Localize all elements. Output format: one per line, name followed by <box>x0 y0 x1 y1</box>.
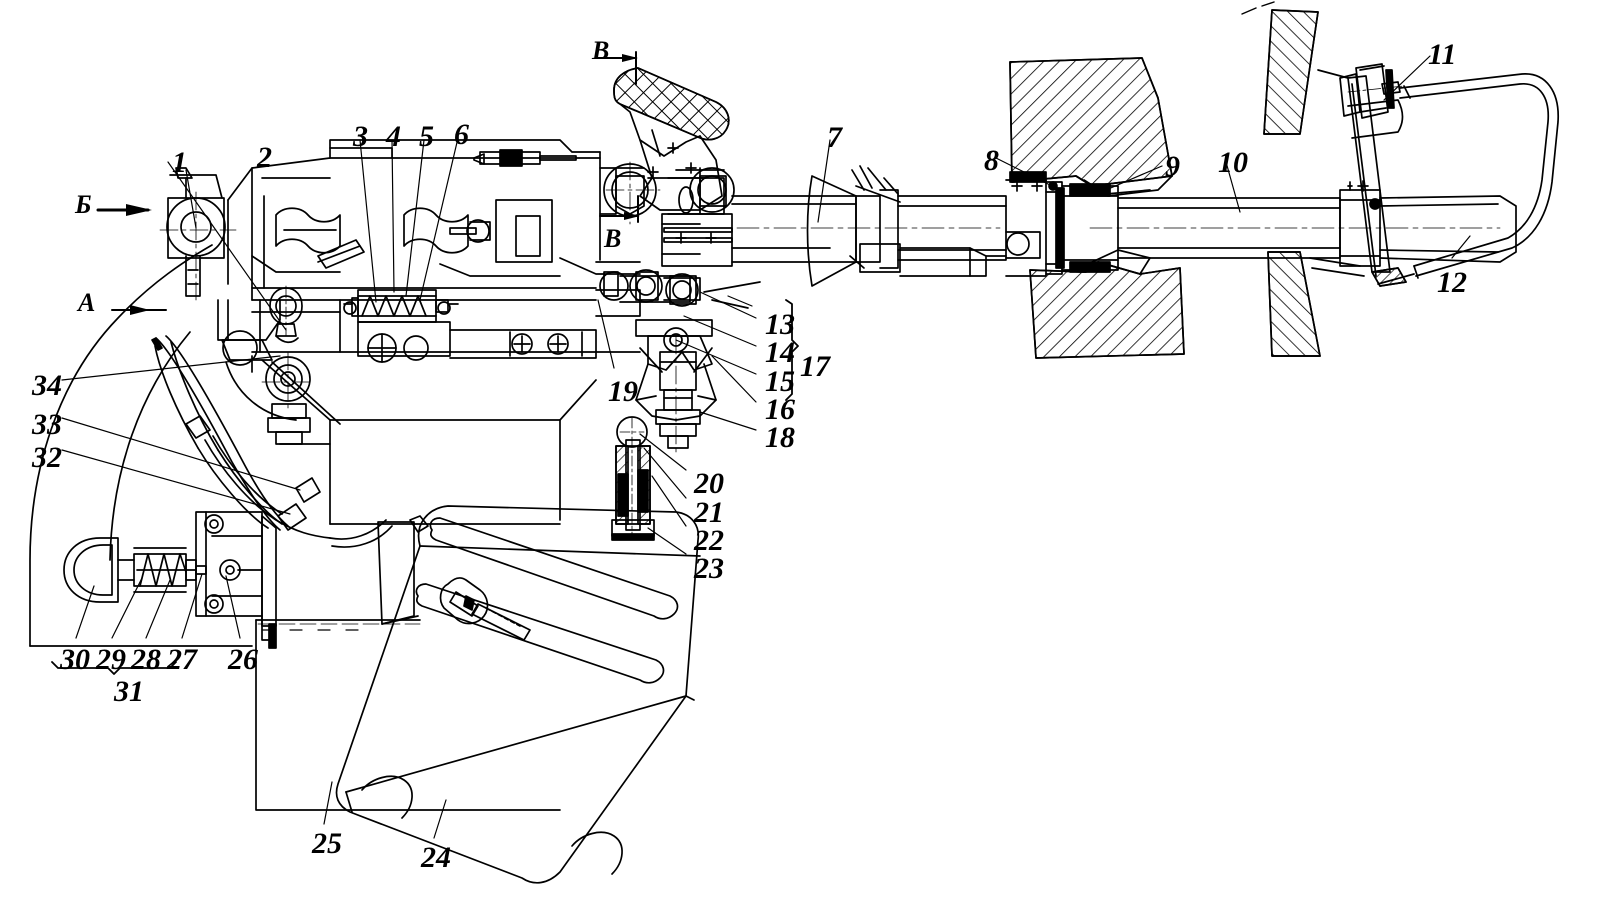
callout-16: 16 <box>765 393 795 426</box>
callout-25: 25 <box>312 827 342 860</box>
callout-23: 23 <box>694 552 724 585</box>
callout-19: 19 <box>608 375 638 408</box>
callout-20: 20 <box>694 467 724 500</box>
callout-22: 22 <box>694 524 724 557</box>
callout-9: 9 <box>1165 150 1180 183</box>
callout-6: 6 <box>454 118 469 151</box>
callout-13: 13 <box>765 308 795 341</box>
main-housing <box>159 139 641 525</box>
nozzle-valve-assembly <box>595 269 761 453</box>
callout-10: 10 <box>1218 146 1248 179</box>
callout-2: 2 <box>257 141 272 174</box>
section-marker-v-bottom: В <box>604 224 622 253</box>
callout-30: 30 <box>60 643 90 676</box>
callout-26: 26 <box>228 643 258 676</box>
callout-15: 15 <box>765 365 795 398</box>
callout-18: 18 <box>765 421 795 454</box>
callout-7: 7 <box>827 121 842 154</box>
latch-mechanism <box>63 511 277 649</box>
callout-11: 11 <box>1428 38 1457 71</box>
callout-3: 3 <box>353 120 368 153</box>
callout-4: 4 <box>386 120 401 153</box>
section-marker-v-top: В <box>592 36 610 65</box>
callout-24: 24 <box>421 841 451 874</box>
callout-17: 17 <box>800 350 830 383</box>
callout-leaders <box>61 55 1471 839</box>
callout-14: 14 <box>765 336 795 369</box>
callout-1: 1 <box>172 146 187 179</box>
callout-12: 12 <box>1437 266 1467 299</box>
section-marker-b-upper: Б <box>75 190 92 219</box>
callout-5: 5 <box>419 120 434 153</box>
callout-33: 33 <box>32 408 62 441</box>
right-yoke-assembly <box>1309 63 1559 287</box>
control-linkage-rods <box>151 335 393 548</box>
left-shroud-outline <box>29 244 253 647</box>
tool-container <box>255 505 701 884</box>
section-arrows <box>96 51 640 315</box>
brace-31 <box>51 661 177 675</box>
callout-21: 21 <box>694 496 724 529</box>
callout-31: 31 <box>114 675 144 708</box>
pedal-assembly <box>599 67 735 225</box>
piston-cylinder-assembly <box>611 416 655 541</box>
section-marker-a-left: А <box>78 288 96 317</box>
callout-27: 27 <box>167 643 197 676</box>
callout-29: 29 <box>96 643 126 676</box>
callout-32: 32 <box>32 441 62 474</box>
callout-28: 28 <box>131 643 161 676</box>
top-right-dash-marks <box>1241 1 1275 15</box>
hatched-section-blocks <box>1009 9 1321 359</box>
brace-17 <box>785 299 799 401</box>
callout-8: 8 <box>984 144 999 177</box>
callout-34: 34 <box>32 369 62 402</box>
